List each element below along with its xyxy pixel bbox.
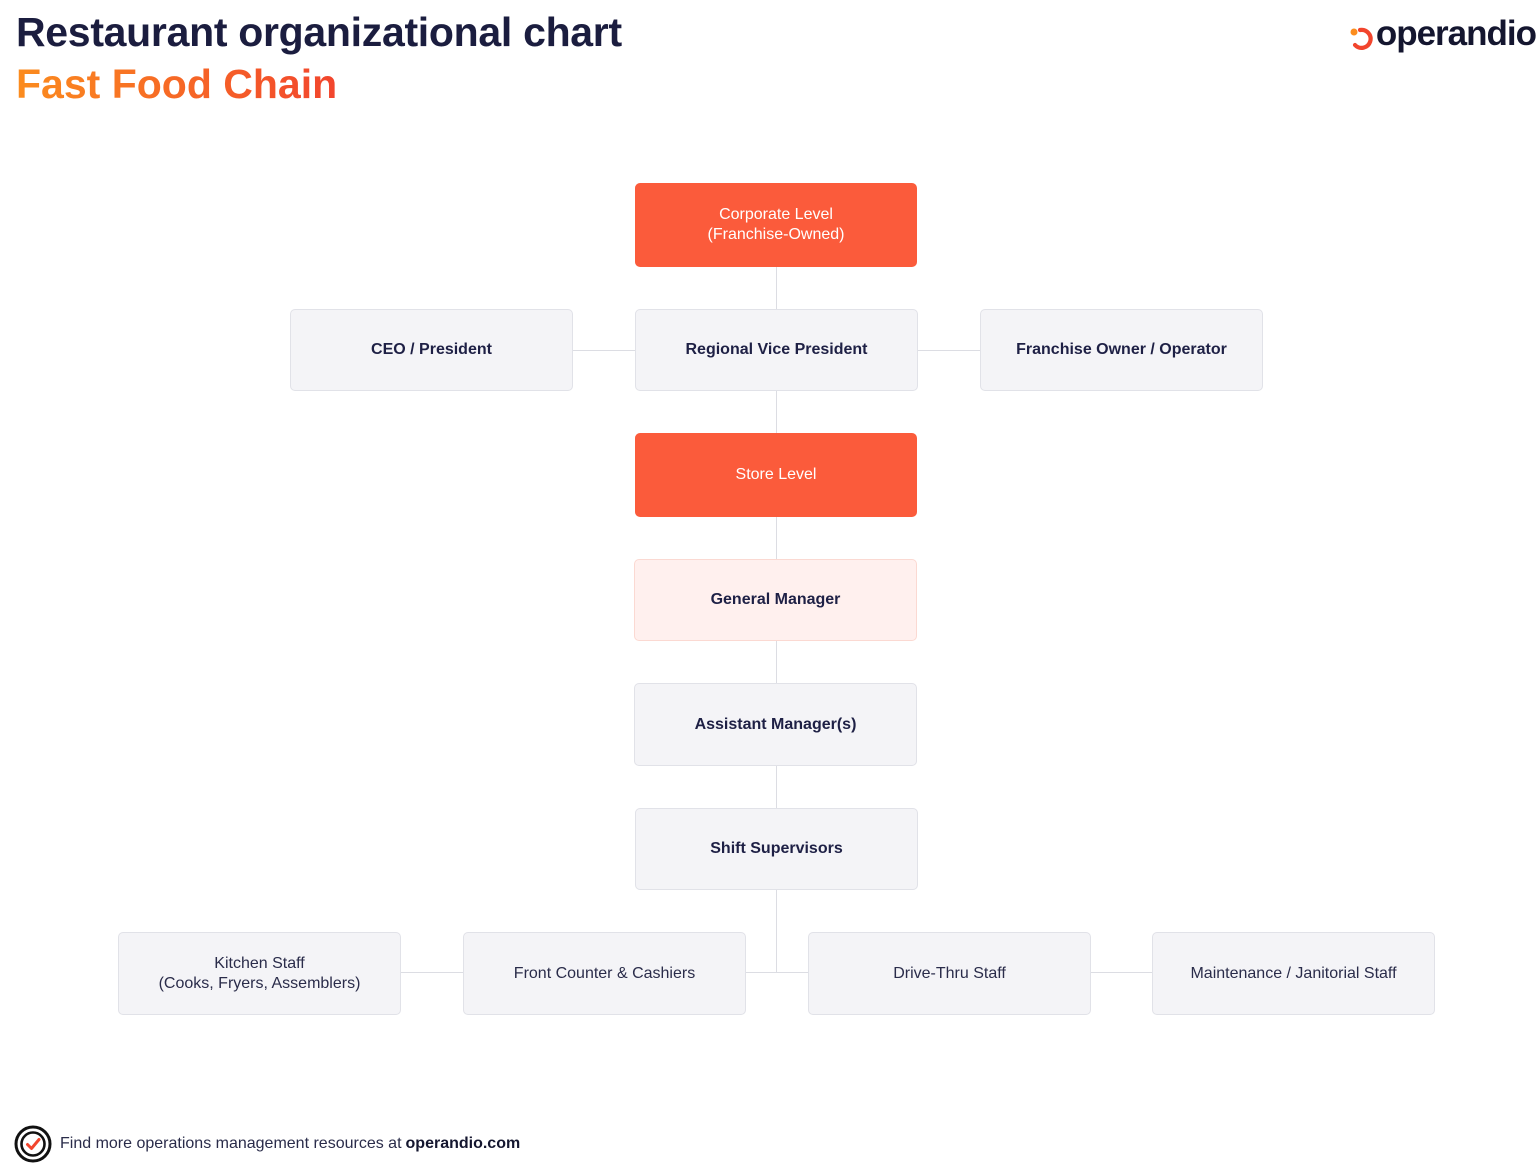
node-label: General Manager: [710, 591, 841, 608]
node-label: Franchise Owner / Operator: [1016, 341, 1227, 358]
connector: [776, 390, 777, 433]
node-front-counter: Front Counter & Cashiers: [463, 932, 746, 1015]
node-corporate-level: Corporate Level (Franchise-Owned): [635, 183, 917, 267]
connector: [745, 972, 809, 973]
logo-text: operandio: [1375, 14, 1536, 53]
node-regional-vice-president: Regional Vice President: [635, 309, 918, 391]
footer: Find more operations management resource…: [14, 1125, 520, 1163]
page-subtitle: Fast Food Chain: [16, 61, 338, 107]
node-label: Maintenance / Janitorial Staff: [1190, 964, 1397, 982]
connector: [776, 889, 777, 972]
node-general-manager: General Manager: [634, 559, 917, 641]
connector: [776, 266, 777, 309]
node-label: Corporate Level (Franchise-Owned): [707, 206, 845, 243]
node-franchise-owner: Franchise Owner / Operator: [980, 309, 1263, 391]
node-label: Shift Supervisors: [710, 840, 843, 857]
node-label: Store Level: [735, 466, 817, 483]
node-drive-thru: Drive-Thru Staff: [808, 932, 1091, 1015]
node-ceo-president: CEO / President: [290, 309, 573, 391]
node-label: Regional Vice President: [685, 341, 868, 358]
footer-text: Find more operations management resource…: [60, 1135, 402, 1152]
operandio-logo: operandio: [1349, 14, 1536, 54]
node-label: CEO / President: [371, 341, 492, 358]
footer-link[interactable]: operandio.com: [405, 1135, 521, 1152]
connector: [776, 516, 777, 559]
page-title: Restaurant organizational chart: [16, 9, 622, 55]
node-label: Front Counter & Cashiers: [513, 964, 696, 982]
node-store-level: Store Level: [635, 433, 917, 517]
connector: [917, 350, 981, 351]
node-shift-supervisors: Shift Supervisors: [635, 808, 918, 890]
node-label: Assistant Manager(s): [694, 715, 857, 733]
connector: [400, 972, 464, 973]
node-label: Drive-Thru Staff: [893, 964, 1006, 982]
node-kitchen-staff: Kitchen Staff (Cooks, Fryers, Assemblers…: [118, 932, 401, 1015]
connector: [1089, 972, 1153, 973]
connector: [572, 350, 636, 351]
connector: [776, 640, 777, 683]
node-label: Kitchen Staff (Cooks, Fryers, Assemblers…: [158, 954, 361, 992]
connector: [776, 765, 777, 808]
operandio-logo-icon: [1350, 27, 1373, 50]
node-maintenance: Maintenance / Janitorial Staff: [1152, 932, 1435, 1015]
checkmark-circle-icon: [14, 1125, 52, 1163]
node-assistant-manager: Assistant Manager(s): [634, 683, 917, 766]
